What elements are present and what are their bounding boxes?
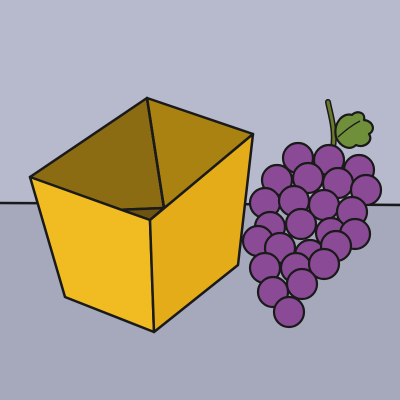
grape-berry xyxy=(307,247,341,281)
grape-berry xyxy=(285,267,319,301)
grape-berry xyxy=(272,295,306,329)
box-inner-edge xyxy=(145,96,166,210)
grape-bunch xyxy=(241,99,383,329)
grape-leaf xyxy=(334,111,374,149)
grape-berry xyxy=(284,207,318,241)
grapes xyxy=(241,141,383,329)
open-box xyxy=(28,96,255,334)
box-side xyxy=(148,132,255,334)
